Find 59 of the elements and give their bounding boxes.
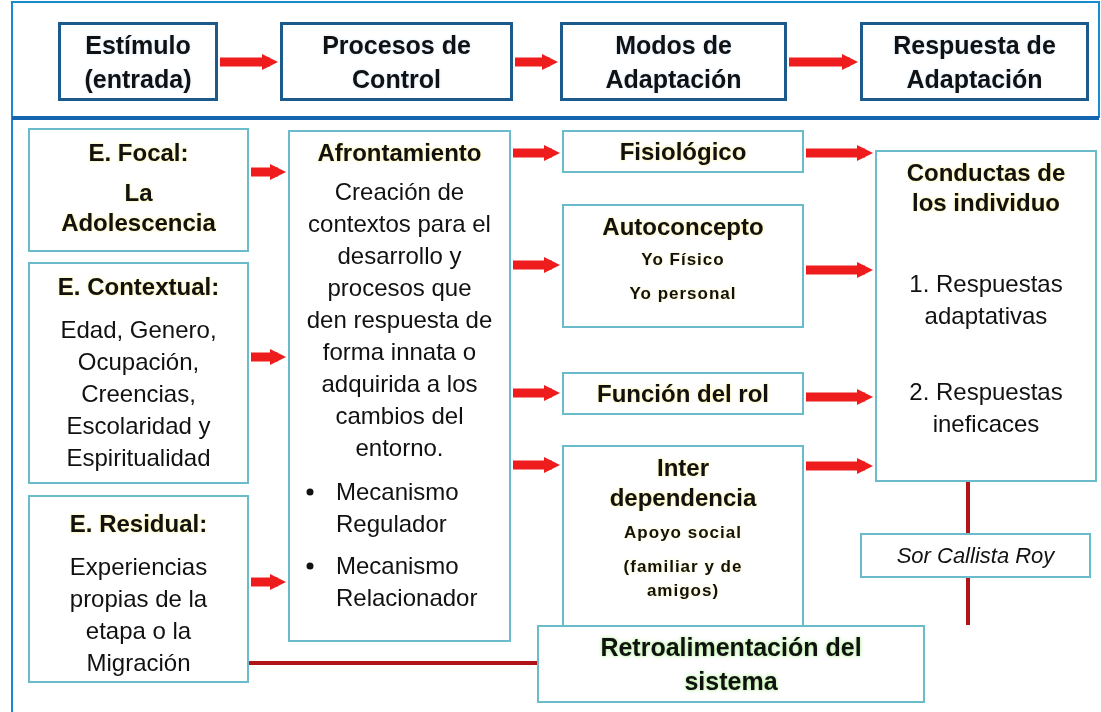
arrow	[251, 349, 286, 365]
connector-line	[249, 661, 537, 665]
arrow	[220, 54, 278, 70]
arrow	[251, 164, 286, 180]
heading: Afrontamiento	[317, 138, 482, 168]
heading: Función del rol	[597, 378, 769, 409]
concept-box	[28, 262, 249, 484]
arrow	[515, 54, 558, 70]
heading: Sor Callista Roy	[896, 541, 1055, 570]
connector-line	[966, 482, 970, 533]
body-text: Apoyo social	[624, 522, 742, 544]
heading: Autoconcepto	[602, 212, 764, 242]
heading: Respuesta de Adaptación	[892, 29, 1057, 95]
heading: Inter dependencia	[609, 453, 757, 513]
body-text: Edad, Genero, Ocupación, Creencias, Escolaridad y Espiritualidad	[59, 315, 218, 473]
arrow	[513, 145, 560, 161]
list-item: Mecanismo Regulador	[336, 478, 459, 537]
connector-line	[966, 578, 970, 625]
arrow	[513, 385, 560, 401]
arrow	[806, 458, 873, 474]
body-text: Yo Físico	[641, 249, 725, 271]
heading: Estímulo (entrada)	[83, 29, 193, 95]
heading: E. Focal:	[88, 138, 189, 168]
concept-box	[562, 445, 804, 627]
list-item: Mecanismo Relacionador	[336, 552, 478, 611]
body-text: Creación de contextos para el desarrollo y procesos que den respuesta de forma innata o adquirida a los cambios del entorno.	[306, 177, 493, 463]
heading: Fisiológico	[619, 136, 747, 167]
stage-box	[860, 22, 1089, 101]
body-text: La Adolescencia	[60, 178, 217, 238]
arrow	[806, 145, 873, 161]
heading: Modos de Adaptación	[604, 29, 743, 95]
arrow	[251, 574, 286, 590]
stage-box	[280, 22, 513, 101]
concept-box	[562, 130, 804, 173]
heading: Retroalimentación del sistema	[599, 632, 863, 697]
concept-box	[288, 130, 511, 642]
body-text: Yo personal	[629, 283, 737, 305]
arrow	[806, 389, 873, 405]
heading: E. Contextual:	[57, 272, 220, 302]
heading: Procesos de Control	[321, 29, 472, 95]
concept-box	[860, 533, 1091, 578]
stage-box	[560, 22, 787, 101]
body-text: (familiar y de amigos)	[622, 556, 744, 602]
concept-box	[875, 150, 1097, 482]
stage-box	[58, 22, 218, 101]
arrow	[789, 54, 858, 70]
arrow	[806, 262, 873, 278]
body-text: 2. Respuestas ineficaces	[908, 377, 1064, 439]
concept-box	[28, 128, 249, 252]
concept-box	[562, 204, 804, 328]
heading: E. Residual:	[69, 509, 208, 539]
heading: Conductas de los individuo	[905, 158, 1067, 218]
concept-box	[562, 372, 804, 415]
concept-box	[537, 625, 925, 703]
arrow	[513, 257, 560, 273]
body-text: Experiencias propias de la etapa o la Migración	[68, 552, 209, 678]
concept-box	[28, 495, 249, 683]
arrow	[513, 457, 560, 473]
body-text: 1. Respuestas adaptativas	[908, 269, 1064, 331]
